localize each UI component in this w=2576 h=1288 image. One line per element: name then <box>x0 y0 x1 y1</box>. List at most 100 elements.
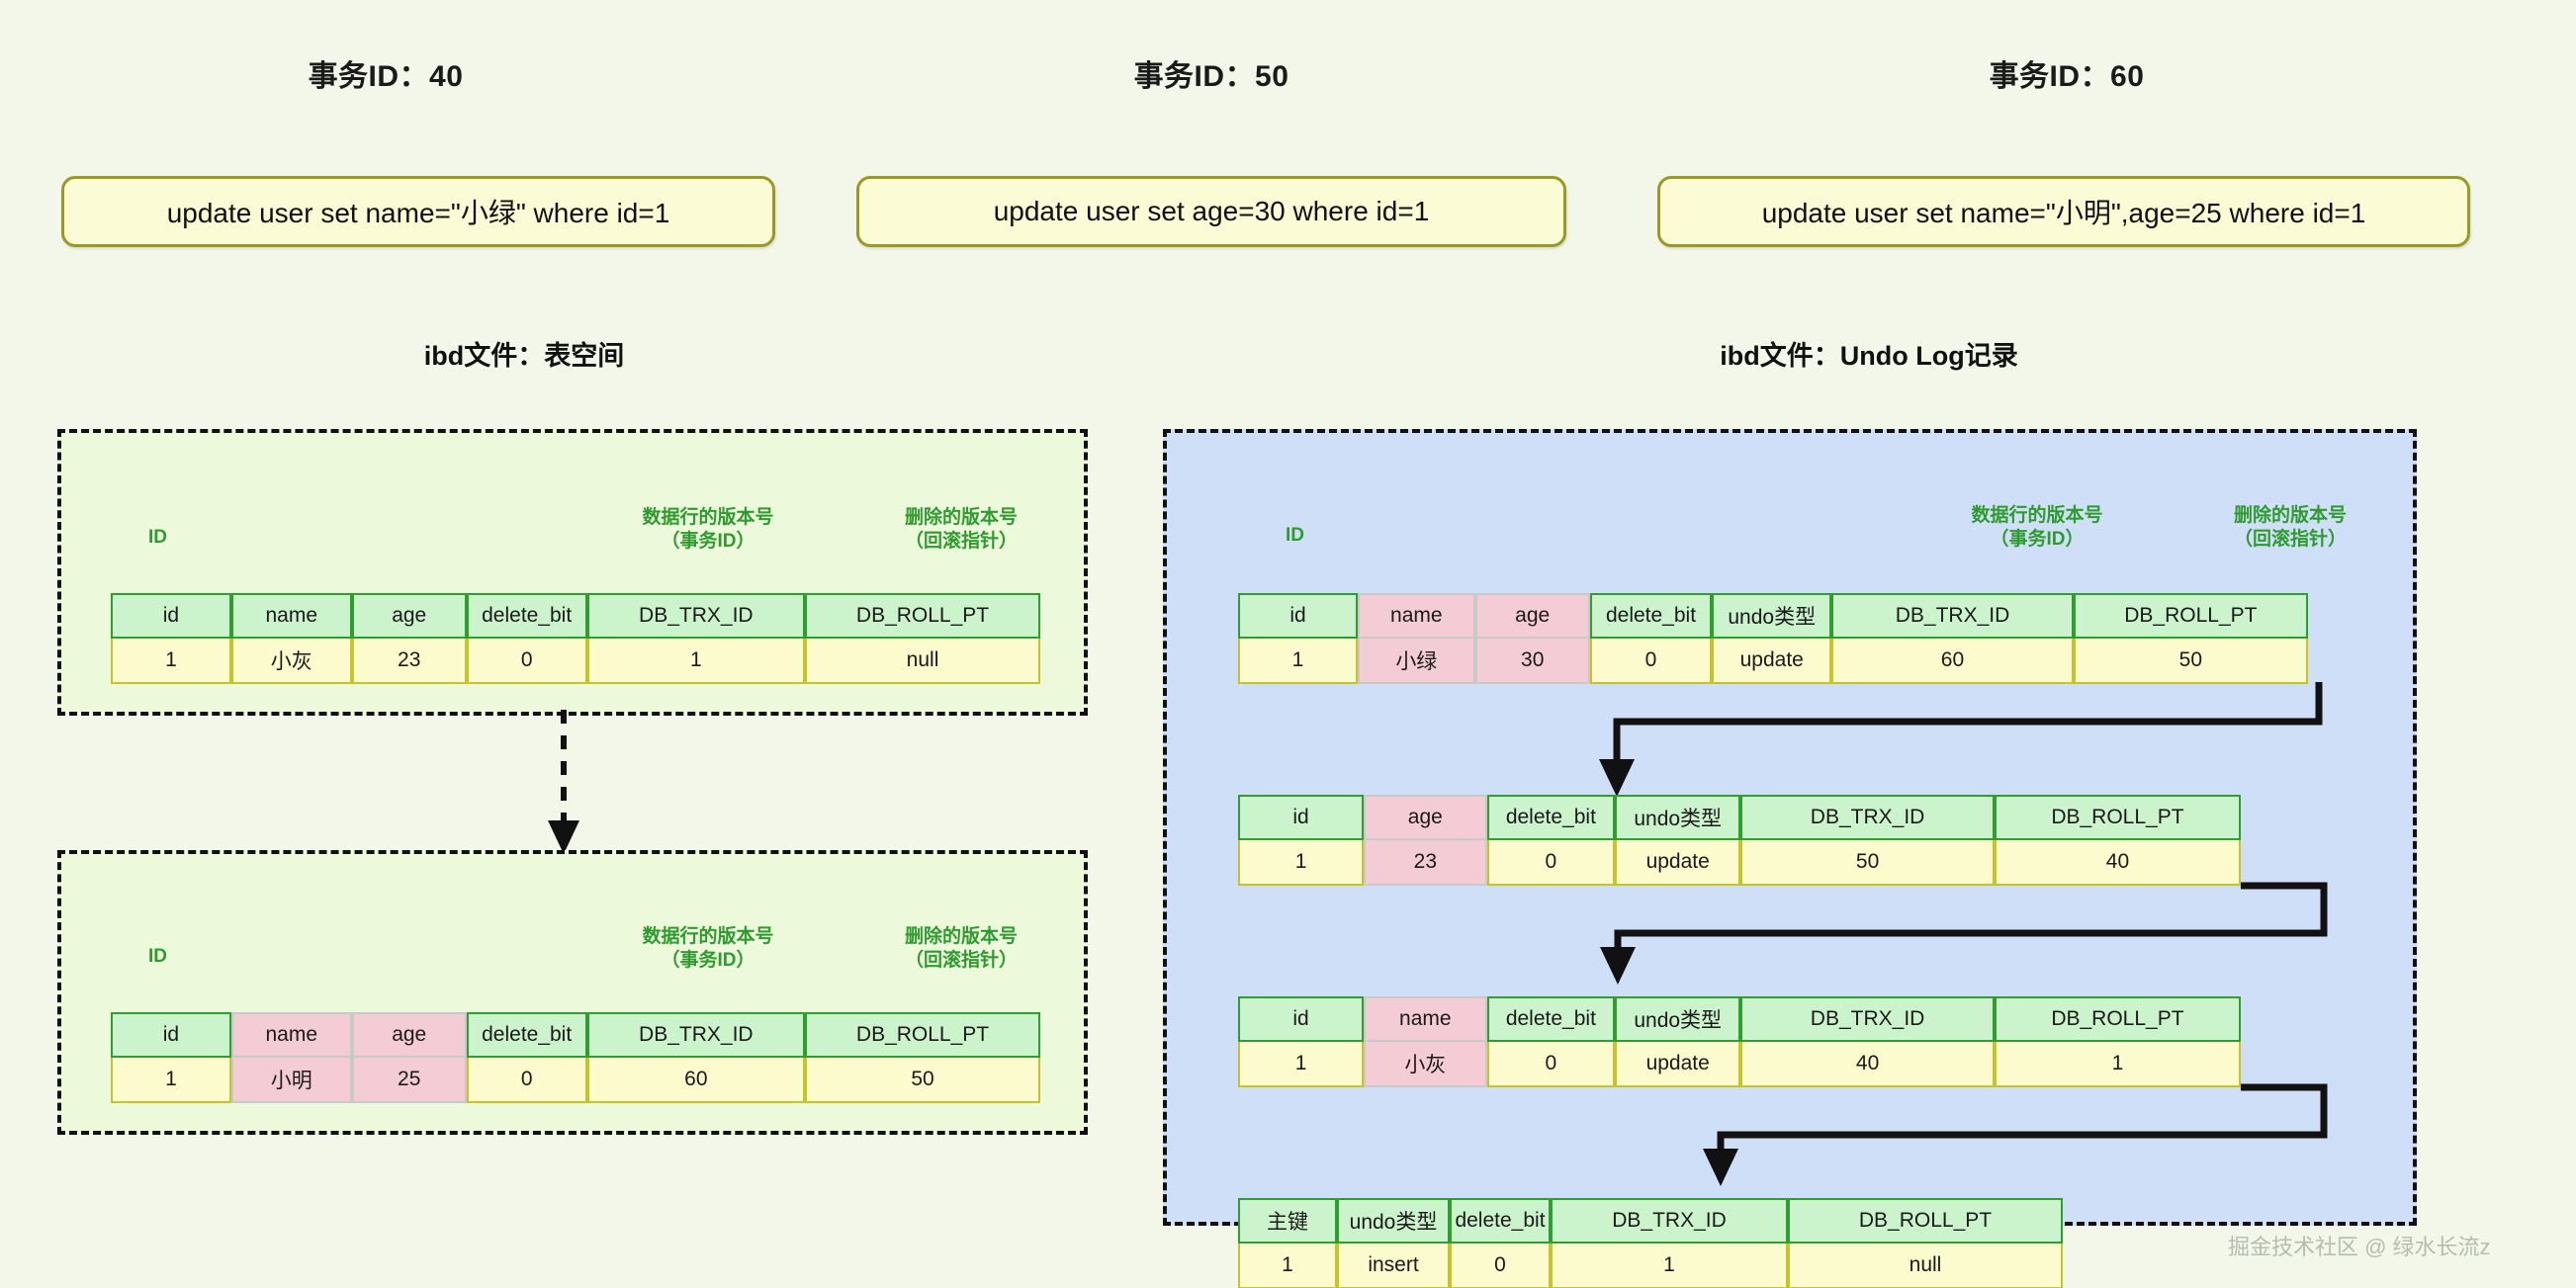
cell-undo-type: update <box>1615 1042 1741 1087</box>
table-row: 1 小明 25 0 60 50 <box>111 1058 1040 1103</box>
annotation-line-1: 删除的版本号 <box>2233 505 2347 526</box>
undolog-panel: ID 数据行的版本号 （事务ID） 删除的版本号 （回滚指针） id name … <box>1163 429 2417 1288</box>
cell-db-roll-pt: 50 <box>2073 639 2308 684</box>
cell-db-roll-pt: null <box>805 639 1040 684</box>
col-header-age: age <box>351 1012 467 1058</box>
col-header-name: name <box>1364 996 1487 1042</box>
col-header-undo-type: undo类型 <box>1337 1198 1450 1244</box>
tablespace-table-after: id name age delete_bit DB_TRX_ID DB_ROLL… <box>111 1012 1040 1103</box>
annotation-trx-version-1: 数据行的版本号 （事务ID） <box>589 506 827 554</box>
cell-id: 1 <box>111 1058 231 1103</box>
cell-db-roll-pt: null <box>1788 1244 2063 1288</box>
watermark-text: 掘金技术社区 @ 绿水长流z <box>2228 1235 2491 1259</box>
cell-name: 小绿 <box>1358 639 1475 684</box>
annotation-roll-version-undo: 删除的版本号 （回滚指针） <box>2172 504 2409 552</box>
cell-db-roll-pt: 1 <box>1994 1042 2241 1087</box>
cell-name: 小灰 <box>230 639 352 684</box>
annotation-line-2: （事务ID） <box>661 949 755 971</box>
col-header-undo-type: undo类型 <box>1615 996 1741 1042</box>
undolog-table-1: id name age delete_bit undo类型 DB_TRX_ID … <box>1238 593 2308 684</box>
col-header-id: id <box>1238 795 1365 840</box>
cell-age: 25 <box>351 1058 467 1103</box>
col-header-db-roll-pt: DB_ROLL_PT <box>1994 795 2241 840</box>
col-header-db-roll-pt: DB_ROLL_PT <box>805 593 1040 639</box>
col-header-db-trx-id: DB_TRX_ID <box>1831 593 2074 639</box>
col-header-delete-bit: delete_bit <box>466 593 587 639</box>
cell-delete-bit: 0 <box>466 639 587 684</box>
table-row: 1 23 0 update 50 40 <box>1238 840 2241 886</box>
col-header-age: age <box>1474 593 1590 639</box>
col-header-id: id <box>1238 593 1359 639</box>
tablespace-section-title: ibd文件：表空间 <box>423 341 625 371</box>
annotation-id-2: ID <box>148 946 167 967</box>
cell-db-trx-id: 60 <box>586 1058 806 1103</box>
transaction-title-1: 事务ID：40 <box>308 60 464 93</box>
undolog-table-3: id name delete_bit undo类型 DB_TRX_ID DB_R… <box>1238 996 2241 1087</box>
table-row: 1 insert 0 1 null <box>1238 1244 2063 1288</box>
table-row: 1 小绿 30 0 update 60 50 <box>1238 639 2308 684</box>
cell-id: 1 <box>1238 840 1365 886</box>
annotation-trx-version-2: 数据行的版本号 （事务ID） <box>589 925 827 973</box>
cell-delete-bit: 0 <box>1486 840 1616 886</box>
col-header-id: id <box>111 1012 231 1058</box>
col-header-age: age <box>1364 795 1487 840</box>
cell-db-trx-id: 40 <box>1740 1042 1995 1087</box>
undolog-table-4: 主键 undo类型 delete_bit DB_TRX_ID DB_ROLL_P… <box>1238 1198 2063 1288</box>
cell-undo-type: update <box>1615 840 1741 886</box>
annotation-roll-version-1: 删除的版本号 （回滚指针） <box>843 506 1080 554</box>
cell-delete-bit: 0 <box>1486 1042 1616 1087</box>
tablespace-panel-before: ID 数据行的版本号 （事务ID） 删除的版本号 （回滚指针） id name … <box>57 429 1088 716</box>
col-header-name: name <box>1358 593 1475 639</box>
annotation-line-2: （回滚指针） <box>904 530 1018 552</box>
cell-name: 小灰 <box>1364 1042 1487 1087</box>
annotation-line-2: （事务ID） <box>661 530 755 552</box>
col-header-db-roll-pt: DB_ROLL_PT <box>2073 593 2308 639</box>
undolog-table-2: id age delete_bit undo类型 DB_TRX_ID DB_RO… <box>1238 795 2241 886</box>
sql-statement-2: update user set age=30 where id=1 <box>856 176 1566 247</box>
col-header-age: age <box>351 593 467 639</box>
table-header-row: id name age delete_bit DB_TRX_ID DB_ROLL… <box>111 593 1040 639</box>
cell-age: 23 <box>1364 840 1487 886</box>
annotation-line-1: 数据行的版本号 <box>642 507 774 528</box>
cell-db-trx-id: 50 <box>1740 840 1995 886</box>
col-header-undo-type: undo类型 <box>1712 593 1832 639</box>
tablespace-update-arrow <box>548 710 579 854</box>
col-header-db-roll-pt: DB_ROLL_PT <box>1788 1198 2063 1244</box>
annotation-line-1: 数据行的版本号 <box>1971 505 2103 526</box>
cell-primary-key: 1 <box>1238 1244 1337 1288</box>
col-header-db-trx-id: DB_TRX_ID <box>586 1012 806 1058</box>
sql-statement-1: update user set name="小绿" where id=1 <box>61 176 775 247</box>
sql-statement-3: update user set name="小明",age=25 where i… <box>1657 176 2470 247</box>
col-header-db-trx-id: DB_TRX_ID <box>1551 1198 1788 1244</box>
table-header-row: id age delete_bit undo类型 DB_TRX_ID DB_RO… <box>1238 795 2241 840</box>
cell-age: 23 <box>351 639 467 684</box>
cell-delete-bit: 0 <box>466 1058 587 1103</box>
cell-delete-bit: 0 <box>1589 639 1713 684</box>
col-header-undo-type: undo类型 <box>1615 795 1741 840</box>
cell-delete-bit: 0 <box>1450 1244 1551 1288</box>
annotation-line-2: （回滚指针） <box>2233 528 2347 550</box>
annotation-id-1: ID <box>148 527 167 548</box>
col-header-db-trx-id: DB_TRX_ID <box>1740 996 1995 1042</box>
cell-id: 1 <box>1238 1042 1365 1087</box>
table-row: 1 小灰 23 0 1 null <box>111 639 1040 684</box>
transaction-title-2: 事务ID：50 <box>1133 60 1289 93</box>
col-header-name: name <box>230 1012 352 1058</box>
col-header-primary-key: 主键 <box>1238 1198 1337 1244</box>
annotation-trx-version-undo: 数据行的版本号 （事务ID） <box>1918 504 2156 552</box>
col-header-delete-bit: delete_bit <box>466 1012 587 1058</box>
col-header-db-trx-id: DB_TRX_ID <box>586 593 806 639</box>
cell-db-roll-pt: 40 <box>1994 840 2241 886</box>
col-header-db-roll-pt: DB_ROLL_PT <box>1994 996 2241 1042</box>
cell-name: 小明 <box>230 1058 352 1103</box>
tablespace-panel-after: ID 数据行的版本号 （事务ID） 删除的版本号 （回滚指针） id name … <box>57 850 1088 1135</box>
cell-id: 1 <box>111 639 231 684</box>
annotation-line-1: 数据行的版本号 <box>642 926 774 947</box>
annotation-line-2: （回滚指针） <box>904 949 1018 971</box>
cell-undo-type: update <box>1712 639 1832 684</box>
cell-db-trx-id: 60 <box>1831 639 2074 684</box>
cell-age: 30 <box>1474 639 1590 684</box>
table-row: 1 小灰 0 update 40 1 <box>1238 1042 2241 1087</box>
tablespace-table-before: id name age delete_bit DB_TRX_ID DB_ROLL… <box>111 593 1040 684</box>
